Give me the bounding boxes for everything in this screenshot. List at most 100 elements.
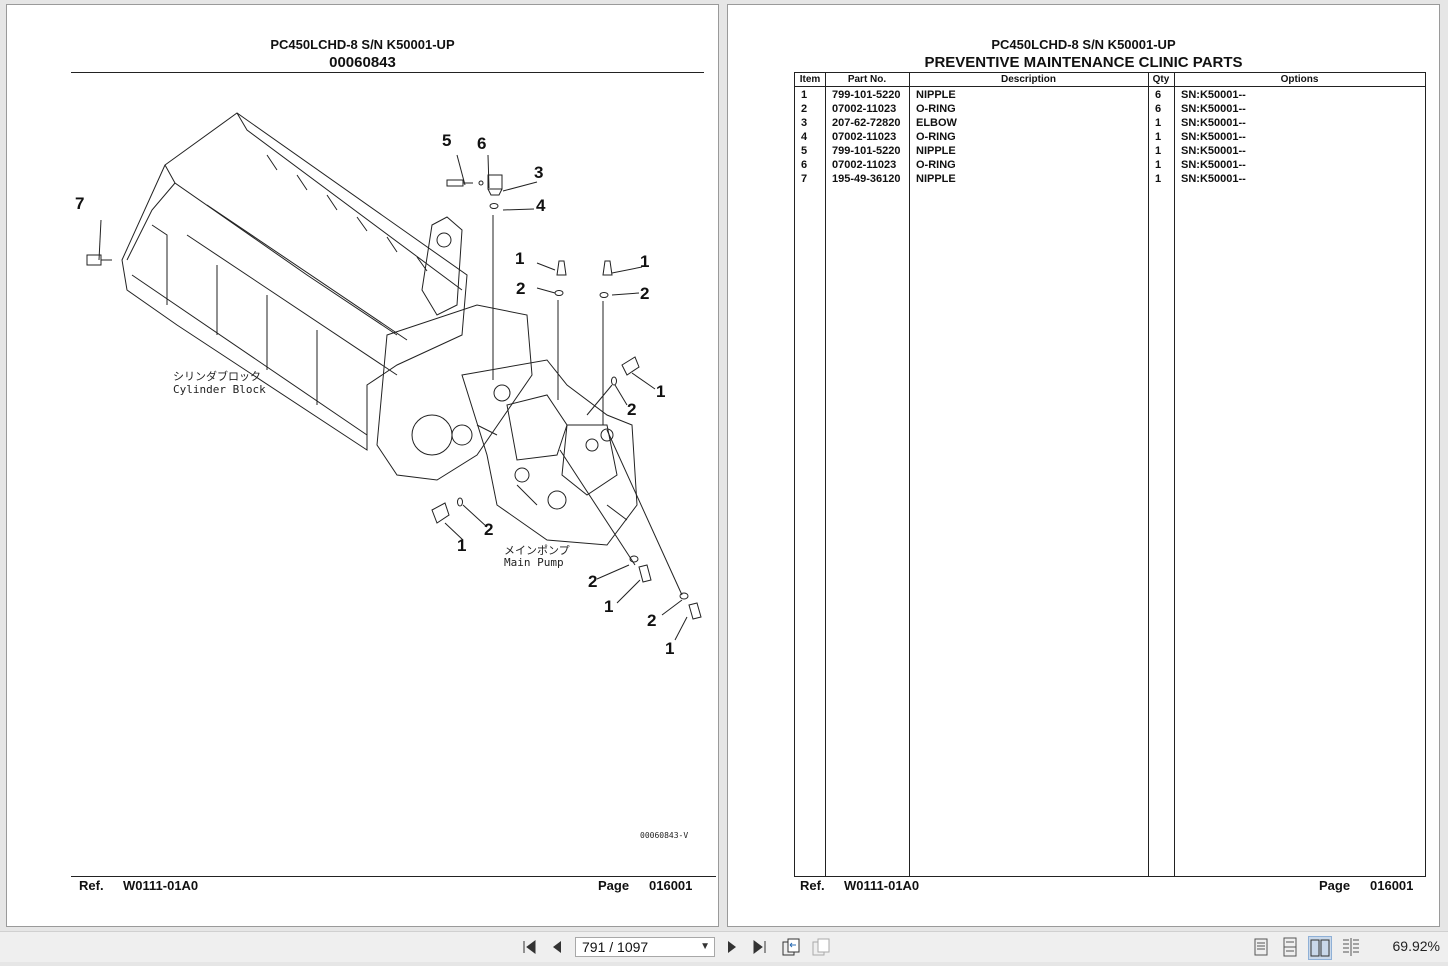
cell-options: SN:K50001-- xyxy=(1181,89,1246,101)
callout-2: 2 xyxy=(588,572,597,591)
two-page-continuous-icon[interactable] xyxy=(1340,936,1362,958)
last-page-icon[interactable] xyxy=(749,936,771,958)
table-row: 3 207-62-72820 ELBOW 1 SN:K50001-- xyxy=(795,116,1425,130)
page-label: Page xyxy=(1319,878,1351,893)
callout-1: 1 xyxy=(515,249,524,268)
cell-item: 2 xyxy=(801,103,808,115)
continuous-view-icon[interactable] xyxy=(1279,936,1301,958)
cell-part-no: 195-49-36120 xyxy=(832,173,901,185)
header-options: Options xyxy=(1280,74,1319,85)
callout-4: 4 xyxy=(536,196,546,215)
table-header: Item Part No. Description Qty Options xyxy=(795,73,1425,87)
cylinder-block-label: Cylinder Block xyxy=(173,383,266,396)
header-description: Description xyxy=(1000,74,1056,85)
callout-7: 7 xyxy=(75,194,84,213)
callout-1: 1 xyxy=(457,536,466,555)
main-pump-jp-label: メインポンプ xyxy=(504,544,570,557)
page-value: 016001 xyxy=(649,878,693,893)
cell-options: SN:K50001-- xyxy=(1181,131,1246,143)
table-row: 7 195-49-36120 NIPPLE 1 SN:K50001-- xyxy=(795,172,1425,186)
cell-item: 4 xyxy=(801,131,808,143)
figure-number: 00060843 xyxy=(329,54,396,71)
header-rule xyxy=(71,72,704,73)
cell-item: 3 xyxy=(801,117,808,129)
viewer-toolbar: 791 / 1097 ▼ 69.92% xyxy=(0,931,1448,962)
header-part-no: Part No. xyxy=(847,74,887,85)
model-title: PC450LCHD-8 S/N K50001-UP xyxy=(991,37,1176,52)
two-page-view-icon[interactable] xyxy=(1308,936,1332,960)
cell-qty: 6 xyxy=(1155,89,1162,101)
callout-1: 1 xyxy=(604,597,613,616)
cell-options: SN:K50001-- xyxy=(1181,173,1246,185)
cell-description: NIPPLE xyxy=(916,145,956,157)
column-divider xyxy=(909,73,910,876)
cell-options: SN:K50001-- xyxy=(1181,159,1246,171)
table-row: 4 07002-11023 O-RING 1 SN:K50001-- xyxy=(795,130,1425,144)
cell-description: ELBOW xyxy=(916,117,957,129)
cell-description: NIPPLE xyxy=(916,173,956,185)
next-view-icon[interactable] xyxy=(810,936,832,958)
cell-item: 7 xyxy=(801,173,808,185)
ref-value: W0111-01A0 xyxy=(123,878,199,893)
cell-description: O-RING xyxy=(916,131,956,143)
cell-item: 1 xyxy=(801,89,808,101)
section-title: PREVENTIVE MAINTENANCE CLINIC PARTS xyxy=(924,54,1243,71)
left-page: PC450LCHD-8 S/N K50001-UP 00060843 xyxy=(6,4,719,927)
cell-options: SN:K50001-- xyxy=(1181,117,1246,129)
callout-2: 2 xyxy=(627,400,636,419)
ref-value: W0111-01A0 xyxy=(844,878,920,893)
cell-qty: 1 xyxy=(1155,159,1162,171)
previous-page-icon[interactable] xyxy=(546,936,568,958)
page-indicator: 791 / 1097 xyxy=(582,939,649,955)
callout-6: 6 xyxy=(477,134,486,153)
cell-item: 6 xyxy=(801,159,808,171)
cell-part-no: 07002-11023 xyxy=(832,159,897,171)
callout-2: 2 xyxy=(640,284,649,303)
page-number-select[interactable]: 791 / 1097 ▼ xyxy=(575,937,715,957)
zoom-level[interactable]: 69.92% xyxy=(1392,938,1440,954)
callout-5: 5 xyxy=(442,131,451,150)
page-label: Page xyxy=(598,878,630,893)
cell-options: SN:K50001-- xyxy=(1181,145,1246,157)
callout-1: 1 xyxy=(656,382,665,401)
callout-3: 3 xyxy=(534,163,543,182)
column-divider xyxy=(1148,73,1149,876)
cell-qty: 6 xyxy=(1155,103,1162,115)
column-divider xyxy=(1174,73,1175,876)
first-page-icon[interactable] xyxy=(518,936,540,958)
table-row: 5 799-101-5220 NIPPLE 1 SN:K50001-- xyxy=(795,144,1425,158)
callout-2: 2 xyxy=(647,611,656,630)
exploded-parts-diagram: 7 5 6 3 4 1 2 1 2 1 2 2 1 2 1 2 1 シリンダブロ… xyxy=(75,112,702,840)
cell-options: SN:K50001-- xyxy=(1181,103,1246,115)
callout-2: 2 xyxy=(484,520,493,539)
cell-qty: 1 xyxy=(1155,173,1162,185)
cell-part-no: 07002-11023 xyxy=(832,131,897,143)
cell-qty: 1 xyxy=(1155,117,1162,129)
cell-part-no: 07002-11023 xyxy=(832,103,897,115)
single-page-view-icon[interactable] xyxy=(1250,936,1272,958)
cell-part-no: 207-62-72820 xyxy=(832,117,901,129)
chevron-down-icon: ▼ xyxy=(700,941,710,952)
cell-part-no: 799-101-5220 xyxy=(832,89,901,101)
ref-label: Ref. xyxy=(79,878,104,893)
table-row: 2 07002-11023 O-RING 6 SN:K50001-- xyxy=(795,102,1425,116)
next-page-icon[interactable] xyxy=(721,936,743,958)
callout-2: 2 xyxy=(516,279,525,298)
cell-item: 5 xyxy=(801,145,808,157)
previous-view-icon[interactable] xyxy=(780,936,802,958)
cylinder-block-jp-label: シリンダブロック xyxy=(173,369,261,383)
cell-qty: 1 xyxy=(1155,131,1162,143)
column-divider xyxy=(825,73,826,876)
cell-description: O-RING xyxy=(916,103,956,115)
model-title: PC450LCHD-8 S/N K50001-UP xyxy=(270,37,455,52)
callout-1: 1 xyxy=(640,252,649,271)
cell-qty: 1 xyxy=(1155,145,1162,157)
right-page: PC450LCHD-8 S/N K50001-UP PREVENTIVE MAI… xyxy=(727,4,1440,927)
ref-label: Ref. xyxy=(800,878,825,893)
header-item: Item xyxy=(799,74,821,85)
cell-part-no: 799-101-5220 xyxy=(832,145,901,157)
main-pump-label: Main Pump xyxy=(504,556,564,569)
